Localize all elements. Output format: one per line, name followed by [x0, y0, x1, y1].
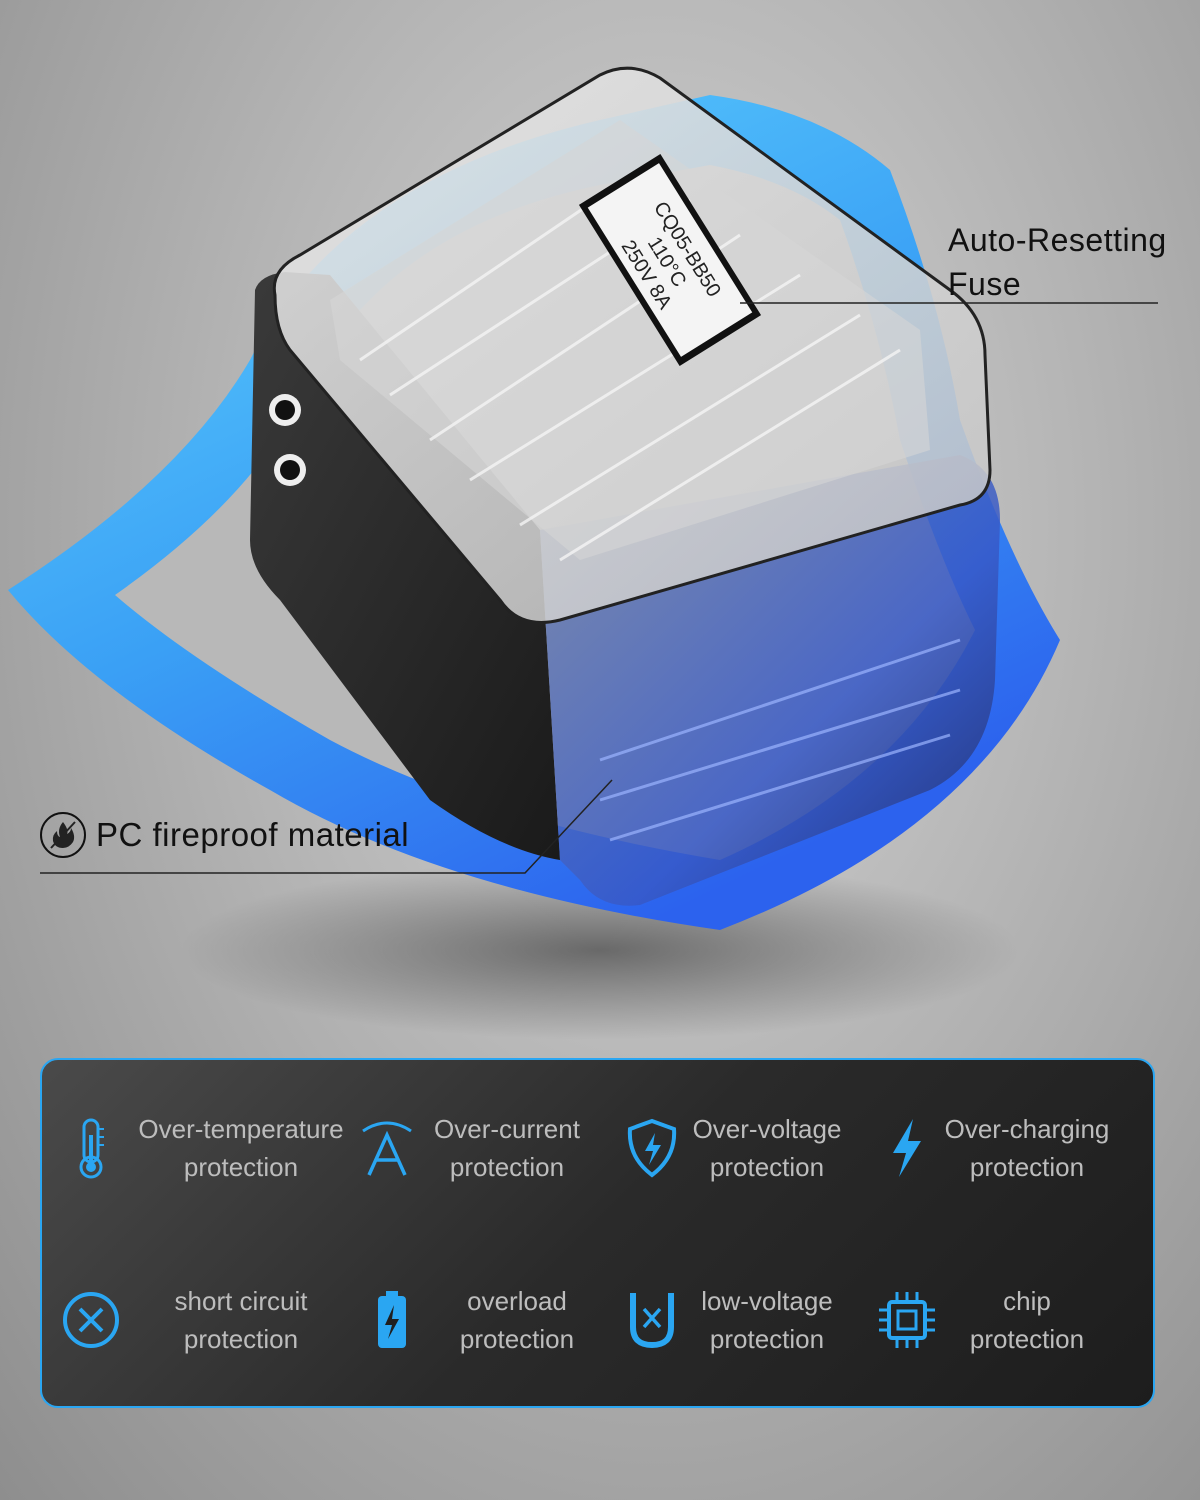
feature-label: overload protection — [427, 1282, 607, 1358]
feature-line2: protection — [709, 1324, 825, 1354]
feature-line1: low-voltage — [701, 1286, 833, 1316]
fuse-callout-line2: Fuse — [948, 266, 1022, 302]
fireproof-label: PC fireproof material — [96, 816, 410, 853]
shield-bolt-icon — [617, 1113, 687, 1183]
feature-line1: Over-current — [434, 1114, 580, 1144]
feature-label: Over-charging protection — [942, 1110, 1112, 1186]
feature-line2: protection — [183, 1324, 299, 1354]
fireproof-callout: PC fireproof material — [40, 812, 409, 858]
charger-body — [250, 66, 1000, 906]
feature-over-current: Over-current protection — [352, 1110, 592, 1186]
feature-line1: chip — [1003, 1286, 1051, 1316]
feature-short-circuit: short circuit protection — [56, 1282, 356, 1358]
fire-icon — [40, 812, 86, 858]
feature-label: short circuit protection — [126, 1282, 356, 1358]
feature-over-charging: Over-charging protection — [872, 1110, 1112, 1186]
chip-icon — [872, 1285, 942, 1355]
feature-label: Over-current protection — [422, 1110, 592, 1186]
feature-line2: protection — [459, 1324, 575, 1354]
fireproof-leader-line — [40, 779, 613, 874]
floor-shadow — [180, 860, 1020, 1040]
feature-line1: overload — [467, 1286, 567, 1316]
fuse-callout: Auto-Resetting Fuse — [948, 218, 1167, 306]
feature-line2: protection — [183, 1152, 299, 1182]
feature-label: Over-voltage protection — [687, 1110, 847, 1186]
thermometer-icon — [56, 1113, 126, 1183]
feature-line1: Over-charging — [944, 1114, 1110, 1144]
feature-line2: protection — [709, 1152, 825, 1182]
feature-chip: chip protection — [872, 1282, 1112, 1358]
battery-bolt-icon — [357, 1285, 427, 1355]
feature-line2: protection — [449, 1152, 565, 1182]
feature-line1: Over-temperature — [138, 1114, 344, 1144]
feature-over-temperature: Over-temperature protection — [56, 1110, 356, 1186]
feature-label: chip protection — [942, 1282, 1112, 1358]
features-panel: Over-temperature protection Over-current… — [40, 1058, 1155, 1408]
feature-line2: protection — [969, 1324, 1085, 1354]
feature-line2: protection — [969, 1152, 1085, 1182]
feature-overload: overload protection — [357, 1282, 607, 1358]
product-scene: CQ05-BB50 110°C 250V 8A — [8, 66, 1158, 1040]
circle-x-icon — [56, 1285, 126, 1355]
feature-label: low-voltage protection — [687, 1282, 847, 1358]
feature-line1: short circuit — [174, 1286, 308, 1316]
feature-over-voltage: Over-voltage protection — [617, 1110, 847, 1186]
fuse-component: CQ05-BB50 110°C 250V 8A — [578, 153, 762, 367]
ampere-icon — [352, 1113, 422, 1183]
feature-line1: Over-voltage — [692, 1114, 842, 1144]
feature-label: Over-temperature protection — [126, 1110, 356, 1186]
fuse-callout-line1: Auto-Resetting — [948, 222, 1167, 258]
magnet-x-icon — [617, 1285, 687, 1355]
feature-low-voltage: low-voltage protection — [617, 1282, 847, 1358]
lightning-icon — [872, 1113, 942, 1183]
